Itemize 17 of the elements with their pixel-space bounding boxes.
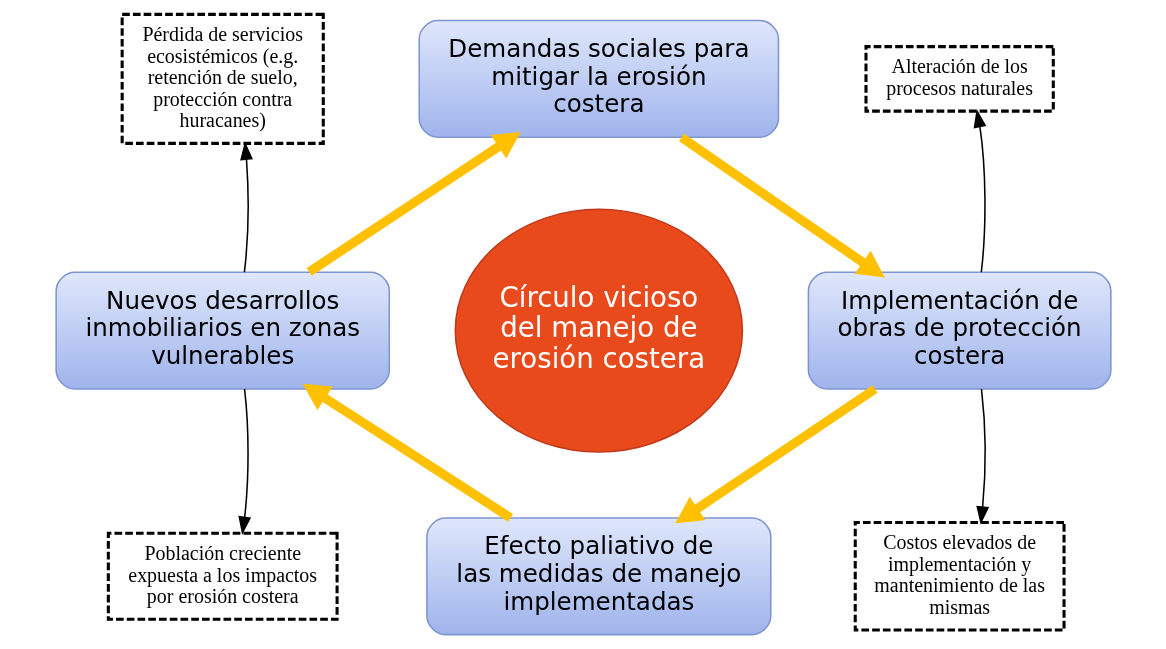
arrow xyxy=(674,385,878,524)
arrow xyxy=(975,388,989,525)
node-box: Población creciente expuesta a los impactos por erosión costera xyxy=(106,531,339,621)
arrow xyxy=(239,141,253,273)
node-box: Alteración de los procesos naturales xyxy=(863,45,1055,113)
node-box: Pérdida de servicios ecosistémicos (e.g. retención de suelo, protección contra huracanes) xyxy=(120,12,325,145)
node-box: Demandas sociales para mitigar la erosión costera xyxy=(417,19,779,138)
node-box: Efecto paliativo de las medidas de manejo implementadas xyxy=(425,517,772,636)
node-box: Nuevos desarrollos inmobiliarios en zonas vulnerables xyxy=(54,271,390,390)
node-box: Costos elevados de implementación y mantenimiento de las mismas xyxy=(853,521,1066,632)
arrow xyxy=(237,388,251,535)
node-ellipse: Círculo vicioso del manejo de erosión costera xyxy=(454,208,743,453)
arrow xyxy=(678,133,885,278)
arrow xyxy=(973,109,986,273)
node-box: Implementación de obras de protección costera xyxy=(807,271,1112,390)
arrow xyxy=(302,383,513,522)
arrow xyxy=(306,132,521,276)
